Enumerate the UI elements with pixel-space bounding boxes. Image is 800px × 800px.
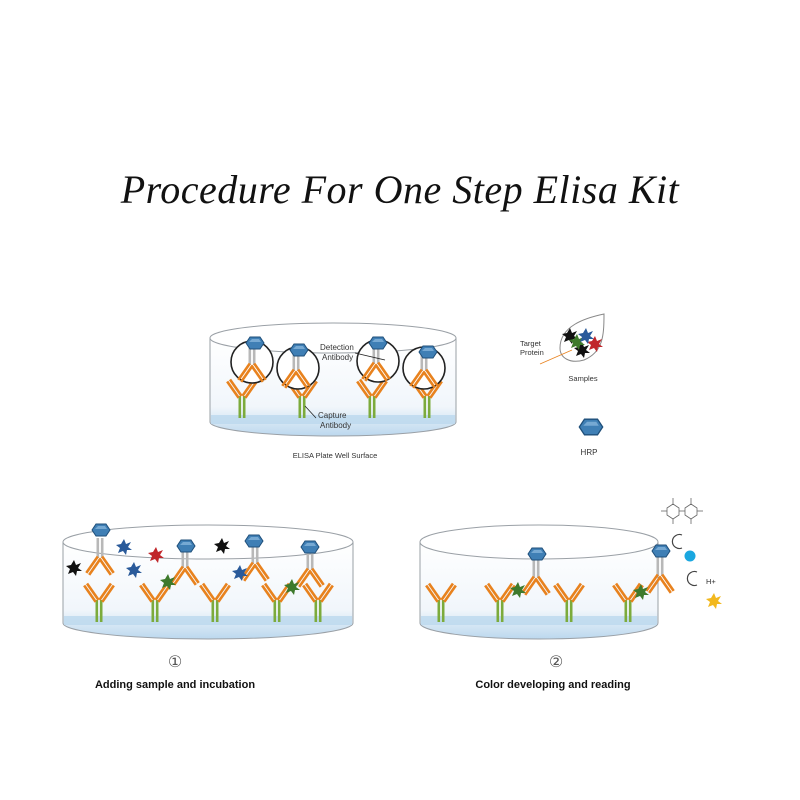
target-protein-label: Target bbox=[520, 339, 542, 348]
hrp-label: HRP bbox=[581, 448, 598, 457]
detection-antibody-circle bbox=[276, 343, 320, 390]
step-1-label: Adding sample and incubation bbox=[95, 679, 255, 691]
capture-antibody-label: Capture bbox=[318, 411, 347, 420]
detection-antibody-circle bbox=[356, 336, 400, 383]
yellow-product-icon bbox=[706, 593, 722, 609]
step-2-label: Color developing and reading bbox=[475, 679, 630, 691]
pointer-line bbox=[354, 352, 386, 361]
page-title: Procedure For One Step Elisa Kit bbox=[120, 167, 680, 212]
detection-antibody-label: Detection bbox=[320, 343, 354, 352]
hrp-icon bbox=[651, 544, 671, 558]
samples-droplet bbox=[559, 313, 605, 362]
detection-antibody-circle bbox=[402, 345, 446, 390]
tmb-molecule-icon bbox=[661, 498, 703, 524]
reaction-arrow-icon bbox=[671, 533, 683, 550]
hrp-icon bbox=[176, 539, 196, 553]
samples-label: Samples bbox=[568, 374, 597, 383]
pointer-line bbox=[539, 349, 573, 365]
step-2-number: ② bbox=[549, 652, 563, 671]
hrp-icon bbox=[300, 540, 320, 554]
step-2-well bbox=[419, 524, 659, 640]
detection-antibody-label: Antibody bbox=[322, 353, 353, 362]
reaction-arrow-icon bbox=[686, 570, 698, 587]
proton-label: H+ bbox=[706, 577, 716, 586]
blue-product-icon bbox=[684, 550, 696, 562]
well-surface-label: ELISA Plate Well Surface bbox=[293, 451, 378, 460]
pointer-line bbox=[304, 405, 317, 419]
hrp-icon bbox=[578, 418, 604, 436]
detection-antibody-circle bbox=[230, 336, 274, 384]
step-1-number: ① bbox=[168, 652, 182, 671]
capture-antibody-label: Antibody bbox=[320, 421, 351, 430]
hrp-icon bbox=[527, 547, 547, 561]
target-protein-label: Protein bbox=[520, 348, 544, 357]
hrp-icon bbox=[91, 523, 111, 537]
hrp-icon bbox=[244, 534, 264, 548]
